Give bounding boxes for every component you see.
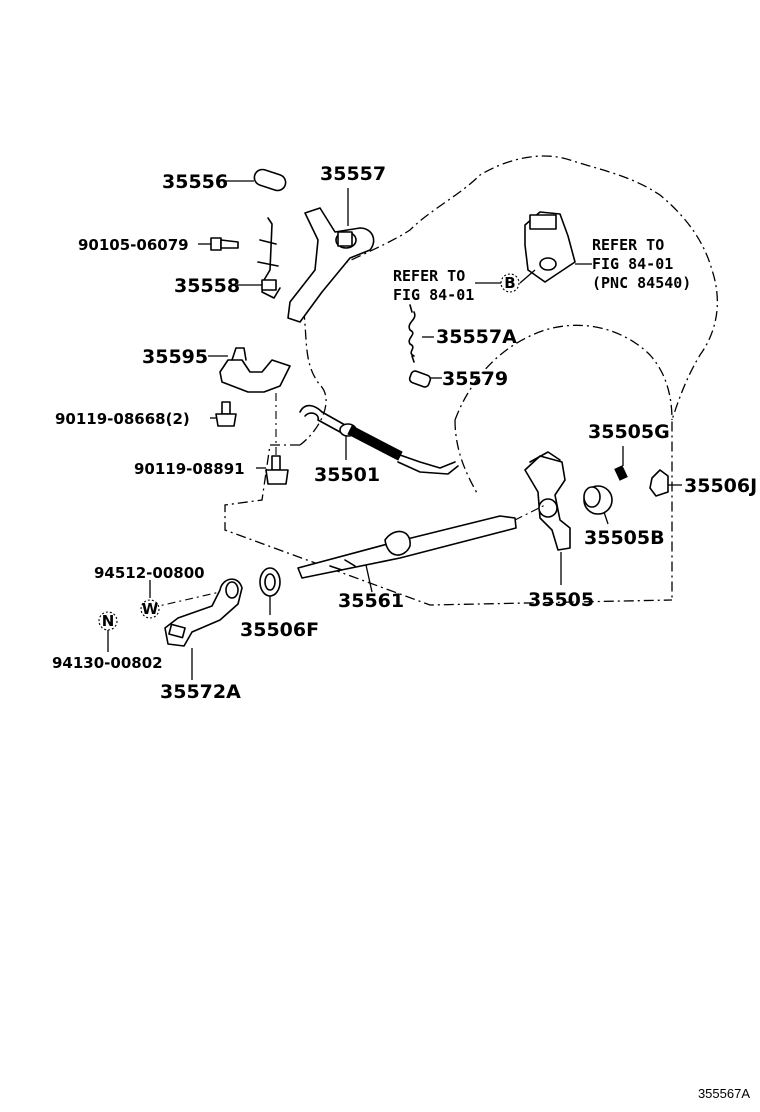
label-90119-08668: 90119-08668(2)	[55, 410, 190, 428]
marker-w: W	[140, 599, 160, 619]
part-35572A-lever	[164, 578, 243, 680]
ref-left-line1: REFER TO	[393, 267, 465, 285]
label-35579: 35579	[442, 368, 508, 390]
svg-text:N: N	[102, 612, 115, 630]
label-35557: 35557	[320, 163, 386, 185]
label-90105-06079: 90105-06079	[78, 236, 189, 254]
part-90119-08668-bolt	[210, 401, 237, 427]
illustration-id: 355567A	[698, 1086, 750, 1101]
marker-n: N	[98, 611, 118, 631]
label-94130-00802: 94130-00802	[52, 654, 163, 672]
label-35557A: 35557A	[436, 326, 517, 348]
part-35561-control-shaft	[297, 504, 546, 593]
neutral-start-switch	[519, 211, 592, 284]
part-90119-08891-bolt	[256, 390, 289, 485]
marker-b: B	[500, 273, 520, 293]
part-35556-pin	[225, 168, 287, 192]
svg-text:B: B	[504, 274, 515, 292]
label-35558: 35558	[174, 275, 240, 297]
part-35579-pin	[408, 370, 442, 388]
part-35557-lever	[287, 188, 375, 323]
label-35505: 35505	[528, 589, 594, 611]
part-35506F-oil-seal	[259, 567, 281, 615]
transmission-case-outline	[224, 155, 718, 606]
label-35505G: 35505G	[588, 421, 670, 443]
label-35505B: 35505B	[584, 527, 665, 549]
ref-left-line2: FIG 84-01	[393, 286, 474, 304]
svg-text:W: W	[142, 600, 159, 618]
assembly-guide-line	[149, 591, 221, 609]
label-35501: 35501	[314, 464, 380, 486]
part-35558-detent-spring	[237, 217, 281, 299]
label-94512-00800: 94512-00800	[94, 564, 205, 582]
part-35501-valve-rod	[299, 404, 459, 475]
part-35505B-collar	[583, 485, 613, 525]
label-35561: 35561	[338, 590, 404, 612]
label-35556: 35556	[162, 171, 228, 193]
part-90105-06079-bolt	[198, 237, 239, 251]
label-35595: 35595	[142, 346, 208, 368]
part-35505G-pin	[614, 446, 628, 481]
ref-right-line2: FIG 84-01	[592, 255, 673, 273]
part-35557A-spring	[408, 304, 434, 363]
label-35506F: 35506F	[240, 619, 319, 641]
label-35572A: 35572A	[160, 681, 241, 703]
part-35595-bracket	[208, 347, 291, 393]
part-35505-control-shaft-lever	[524, 451, 571, 585]
part-35506J-clip	[649, 469, 682, 497]
label-90119-08891: 90119-08891	[134, 460, 245, 478]
label-35506J: 35506J	[684, 475, 757, 497]
ref-right-line1: REFER TO	[592, 236, 664, 254]
ref-right-line3: (PNC 84540)	[592, 274, 691, 292]
